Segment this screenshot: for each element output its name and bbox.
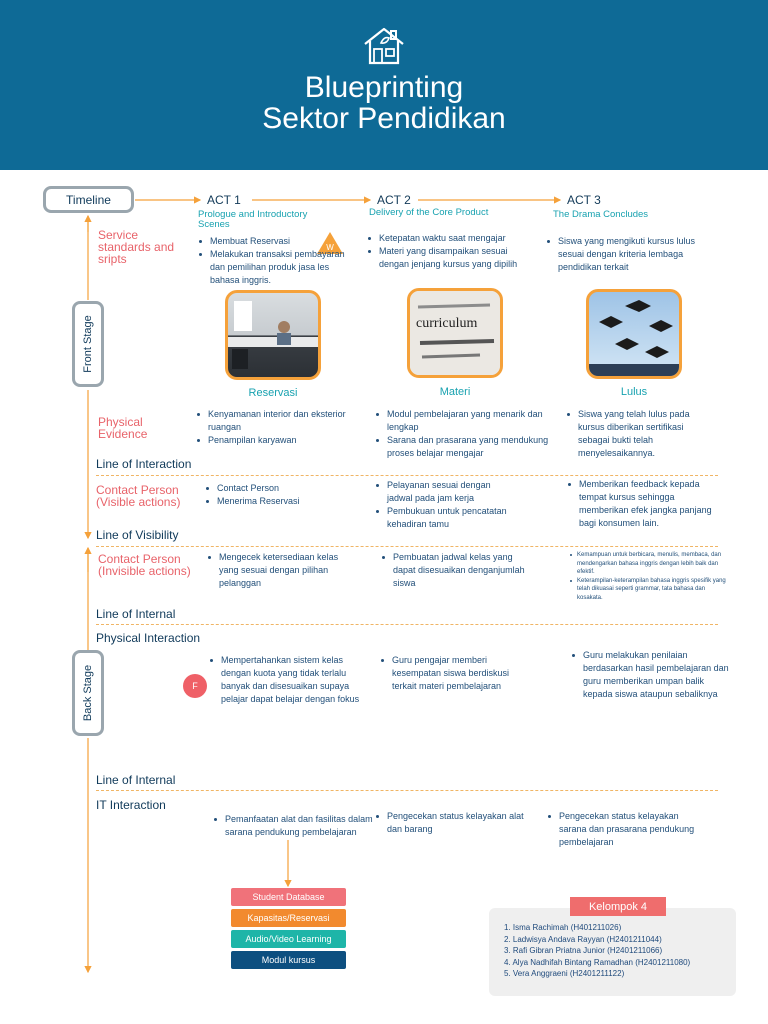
- invisible-act2-list: Pembuatan jadwal kelas yang dapat disesu…: [382, 551, 532, 590]
- physical-interaction-act3-list: Guru melakukan penilaian berdasarkan has…: [572, 649, 732, 701]
- caption-reservasi: Reservasi: [225, 387, 321, 399]
- f-badge: F: [183, 674, 207, 698]
- list-item: Memberikan feedback kepada tempat kursus…: [568, 478, 723, 530]
- it-interaction-label: IT Interaction: [96, 798, 166, 812]
- member-item: 5. Vera Anggraeni (H2401211122): [504, 968, 690, 980]
- list-item: Keterampilan-keterampilan bahasa inggris…: [570, 577, 728, 603]
- reception-image: [228, 293, 318, 377]
- front-stage-label: Front Stage: [82, 315, 94, 372]
- list-item: Mengecek ketersediaan kelas yang sesuai …: [208, 551, 358, 590]
- curriculum-image: curriculum: [410, 291, 500, 375]
- visibility-divider: [96, 546, 718, 547]
- list-item: Kenyamanan interior dan eksterior ruanga…: [197, 408, 347, 434]
- list-item: Penampilan karyawan: [197, 434, 347, 447]
- front-stage-box: Front Stage: [72, 301, 104, 387]
- service-act2-list: Ketepatan waktu saat mengajar Materi yan…: [368, 232, 533, 271]
- back-stage-box: Back Stage: [72, 650, 104, 736]
- list-item: Guru pengajar memberi kesempatan siswa b…: [381, 654, 536, 693]
- internal-divider-2: [96, 790, 718, 791]
- system-student-database: Student Database: [231, 888, 346, 906]
- group-title: Kelompok 4: [570, 897, 666, 916]
- system-audio-video: Audio/Video Learning: [231, 930, 346, 948]
- list-item: Membuat Reservasi: [199, 235, 359, 248]
- line-of-interaction: Line of Interaction: [96, 457, 191, 471]
- visible-act3-list: Memberikan feedback kepada tempat kursus…: [568, 478, 723, 530]
- list-item: Pelayanan sesuai dengan jadwal pada jam …: [376, 479, 516, 505]
- physical-act3-list: Siswa yang telah lulus pada kursus diber…: [567, 408, 717, 460]
- list-item: Sarana dan prasarana yang mendukung pros…: [376, 434, 561, 460]
- list-item: Pembukuan untuk pencatatan kehadiran tam…: [376, 505, 516, 531]
- member-item: 1. Isma Rachimah (H401211026): [504, 922, 690, 934]
- list-item: Modul pembelajaran yang menarik dan leng…: [376, 408, 561, 434]
- line-of-internal-2: Line of Internal: [96, 773, 175, 787]
- list-item: Mempertahankan sistem kelas dengan kuota…: [210, 654, 370, 706]
- member-item: 3. Rafi Gibran Priatna Junior (H24012110…: [504, 945, 690, 957]
- line-of-visibility: Line of Visibility: [96, 528, 179, 542]
- list-item: Pengecekan status kelayakan alat dan bar…: [376, 810, 536, 836]
- caption-lulus: Lulus: [586, 386, 682, 398]
- physical-act2-list: Modul pembelajaran yang menarik dan leng…: [376, 408, 561, 460]
- visible-act1-list: Contact Person Menerima Reservasi: [206, 482, 346, 508]
- invisible-act1-list: Mengecek ketersediaan kelas yang sesuai …: [208, 551, 358, 590]
- internal-divider-1: [96, 624, 718, 625]
- list-item: Siswa yang telah lulus pada kursus diber…: [567, 408, 717, 460]
- row-service-standards: Service standards and sripts: [98, 229, 178, 265]
- act-1-title: ACT 1: [207, 193, 241, 207]
- service-act3-list: Siswa yang mengikuti kursus lulus sesuai…: [547, 235, 697, 274]
- act-2-subtitle: Delivery of the Core Product: [369, 208, 489, 218]
- it-act1-list: Pemanfaatan alat dan fasilitas dalam sar…: [214, 813, 374, 839]
- list-item: Siswa yang mengikuti kursus lulus sesuai…: [547, 235, 697, 274]
- physical-act1-list: Kenyamanan interior dan eksterior ruanga…: [197, 408, 347, 447]
- system-modul-kursus: Modul kursus: [231, 951, 346, 969]
- interaction-divider: [96, 475, 718, 476]
- invisible-act3-list: Kemampuan untuk berbicara, menulis, memb…: [570, 551, 728, 602]
- row-physical-evidence: Physical Evidence: [98, 416, 178, 440]
- graduation-image: [589, 292, 679, 376]
- act-3-subtitle: The Drama Concludes: [553, 210, 693, 220]
- act-3-title: ACT 3: [567, 193, 601, 207]
- photo-reservasi: [225, 290, 321, 380]
- list-item: Guru melakukan penilaian berdasarkan has…: [572, 649, 732, 701]
- group-members: 1. Isma Rachimah (H401211026) 2. Ladwisy…: [504, 922, 690, 980]
- service-act1-list: Membuat Reservasi Melakukan transaksi pe…: [199, 235, 359, 287]
- curriculum-word: curriculum: [416, 316, 478, 331]
- list-item: Ketepatan waktu saat mengajar: [368, 232, 533, 245]
- member-item: 2. Ladwisya Andava Rayyan (H2401211044): [504, 934, 690, 946]
- physical-interaction-act1-list: Mempertahankan sistem kelas dengan kuota…: [210, 654, 370, 706]
- system-kapasitas-reservasi: Kapasitas/Reservasi: [231, 909, 346, 927]
- list-item: Kemampuan untuk berbicara, menulis, memb…: [570, 551, 728, 577]
- photo-lulus: [586, 289, 682, 379]
- timeline-label: Timeline: [43, 186, 134, 213]
- physical-interaction-label: Physical Interaction: [96, 631, 200, 645]
- it-act3-list: Pengecekan status kelayakan sarana dan p…: [548, 810, 708, 849]
- visible-act2-list: Pelayanan sesuai dengan jadwal pada jam …: [376, 479, 516, 531]
- row-contact-invisible: Contact Person (Invisible actions): [98, 553, 202, 577]
- list-item: Pembuatan jadwal kelas yang dapat disesu…: [382, 551, 532, 590]
- list-item: Menerima Reservasi: [206, 495, 346, 508]
- list-item: Materi yang disampaikan sesuai dengan je…: [368, 245, 533, 271]
- list-item: Contact Person: [206, 482, 346, 495]
- photo-materi: curriculum: [407, 288, 503, 378]
- list-item: Pemanfaatan alat dan fasilitas dalam sar…: [214, 813, 374, 839]
- caption-materi: Materi: [407, 386, 503, 398]
- line-of-internal-1: Line of Internal: [96, 607, 175, 621]
- row-contact-visible: Contact Person (Visible actions): [96, 484, 196, 508]
- physical-interaction-act2-list: Guru pengajar memberi kesempatan siswa b…: [381, 654, 536, 693]
- list-item: Melakukan transaksi pembayaran dan pemil…: [199, 248, 359, 287]
- act-2-title: ACT 2: [377, 193, 411, 207]
- member-item: 4. Alya Nadhifah Bintang Ramadhan (H2401…: [504, 957, 690, 969]
- it-act2-list: Pengecekan status kelayakan alat dan bar…: [376, 810, 536, 836]
- list-item: Pengecekan status kelayakan sarana dan p…: [548, 810, 708, 849]
- back-stage-label: Back Stage: [82, 665, 94, 721]
- act-1-subtitle: Prologue and Introductory Scenes: [198, 210, 338, 230]
